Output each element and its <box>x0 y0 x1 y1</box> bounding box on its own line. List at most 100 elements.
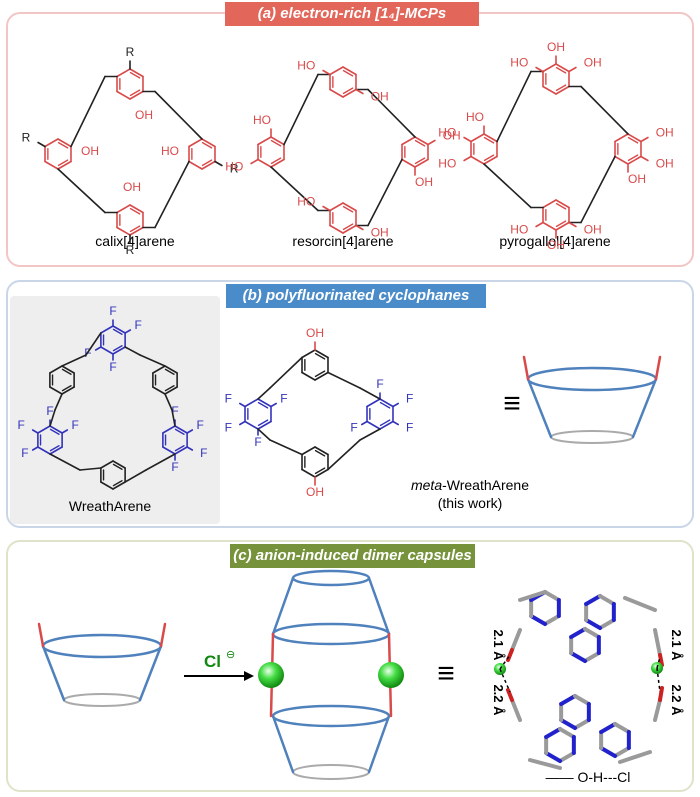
bond <box>535 66 544 73</box>
meta-suffix: -WreathArene <box>442 477 530 493</box>
bond <box>188 138 203 148</box>
bond <box>129 225 141 233</box>
bond <box>270 139 282 147</box>
bond <box>631 377 658 439</box>
bond <box>257 401 269 409</box>
bond <box>61 368 72 375</box>
bond <box>41 644 66 702</box>
pyrogallolarene-label: pyrogallol[4]arene <box>499 233 611 249</box>
bond <box>414 157 426 165</box>
atom-label: OH <box>415 175 433 189</box>
capsule-top-rim <box>291 569 371 587</box>
bond <box>355 224 364 231</box>
bond <box>129 90 144 100</box>
hbond <box>499 654 511 670</box>
atom-label: F <box>200 446 207 460</box>
bond <box>342 223 354 231</box>
bowl-base <box>550 430 634 444</box>
bond <box>414 158 429 168</box>
bond <box>174 446 188 455</box>
bond <box>57 138 72 148</box>
chloride-charge: ⊖ <box>226 649 235 661</box>
atom-label: R <box>22 131 31 145</box>
crystal-bond <box>573 718 591 730</box>
bond <box>379 401 391 409</box>
bond <box>627 155 642 165</box>
atom-label: F <box>406 392 413 406</box>
bond <box>186 429 194 434</box>
atom-label: HO <box>510 223 528 237</box>
bond <box>359 428 381 441</box>
atom-label: R <box>126 243 135 257</box>
bond <box>159 622 167 648</box>
bond <box>174 428 185 435</box>
bond <box>112 325 126 334</box>
bond <box>129 207 141 215</box>
bond <box>329 202 344 212</box>
crystal-bond <box>544 751 562 763</box>
bond <box>542 199 557 209</box>
bond <box>329 224 344 234</box>
bond <box>257 387 271 400</box>
crystal-bond <box>510 628 522 652</box>
bond <box>61 386 75 395</box>
bond <box>314 349 329 359</box>
atom-label: F <box>225 392 232 406</box>
bond <box>239 402 246 408</box>
bond <box>342 88 357 98</box>
atom-label: F <box>46 404 53 418</box>
distance-label: 2.2 Å <box>669 684 684 716</box>
bond <box>174 425 188 434</box>
crystal-bond <box>653 698 662 722</box>
bond <box>257 398 272 408</box>
bond <box>555 220 567 228</box>
equivalence-sign-b: ≡ <box>503 387 521 420</box>
bond <box>526 377 553 439</box>
meta-prefix: meta <box>410 477 443 493</box>
bond <box>116 90 131 100</box>
bond <box>188 160 203 170</box>
bond <box>270 166 319 212</box>
crystal-bond <box>528 758 562 770</box>
bond <box>270 136 285 146</box>
bond <box>112 480 123 487</box>
bond <box>314 467 326 475</box>
hbond <box>656 667 661 693</box>
atom-label: OH <box>628 172 646 186</box>
bond <box>301 468 316 478</box>
bond <box>470 133 485 143</box>
crystal-bond <box>544 727 562 739</box>
bond <box>162 425 176 434</box>
atom-label: HO <box>253 113 271 127</box>
panel-c <box>6 540 694 792</box>
atom-label: F <box>376 377 383 391</box>
atom-label: HO <box>297 195 315 209</box>
bond <box>57 141 69 149</box>
crystal-bond <box>573 694 591 706</box>
atom-label: F <box>171 404 178 418</box>
bond <box>37 446 51 455</box>
bond <box>327 371 361 389</box>
atom-label: OH <box>371 226 389 240</box>
distance-label: 2.1 Å <box>491 629 506 661</box>
bond <box>49 409 56 427</box>
atom-label: HO <box>466 110 484 124</box>
bond <box>542 221 557 231</box>
bond <box>329 66 344 76</box>
equivalence-sign-c: ≡ <box>437 657 455 690</box>
bond <box>94 346 102 351</box>
crystal-bond <box>506 648 514 662</box>
crystal-structure: 2.1 Å2.2 Å2.1 Å2.2 Å <box>491 590 684 770</box>
wreatharene-label: WreathArene <box>68 498 152 514</box>
bond <box>367 88 416 138</box>
bond <box>61 385 72 392</box>
svg-text:≡: ≡ <box>503 387 521 420</box>
crystal-bond <box>559 694 577 706</box>
bond <box>49 386 63 395</box>
bond <box>522 355 530 381</box>
atom-label: OH <box>135 108 153 122</box>
bond <box>57 160 72 170</box>
atom-label: HO <box>438 157 456 171</box>
bond <box>164 368 175 375</box>
bond <box>392 420 399 426</box>
